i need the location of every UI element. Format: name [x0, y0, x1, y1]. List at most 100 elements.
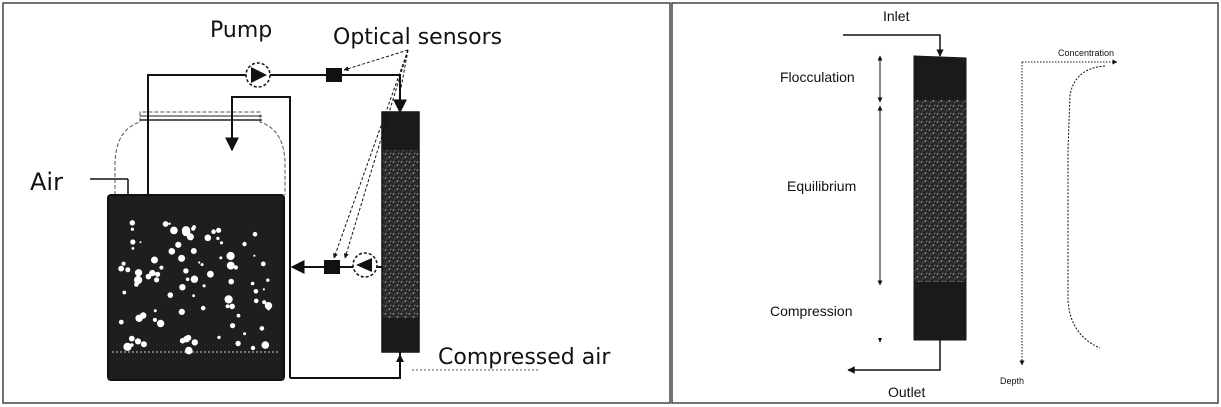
air-bubble	[129, 220, 135, 226]
air-bubble	[145, 273, 152, 280]
air-bubble	[253, 254, 256, 257]
air-bubble	[155, 271, 161, 277]
air-bubble	[134, 275, 143, 285]
air-bubble	[228, 278, 234, 285]
inlet-label: Inlet	[883, 8, 910, 24]
air-bubble	[260, 261, 266, 267]
column-right-top	[914, 56, 966, 100]
air-bubble	[243, 332, 247, 336]
pump-top	[245, 62, 271, 88]
air-bubble	[154, 277, 160, 283]
feed-tube	[147, 74, 407, 195]
compression-label: Compression	[770, 303, 852, 319]
air-bubble	[152, 271, 155, 274]
column-right-bottom	[914, 282, 966, 340]
air-bubble	[230, 323, 236, 329]
column-top-clear	[382, 112, 419, 150]
depth-label: Depth	[1000, 376, 1024, 386]
air-bubble	[198, 261, 201, 264]
air-bubble	[170, 226, 178, 235]
air-bubble	[233, 265, 238, 270]
air-bubble	[262, 288, 265, 291]
sensor-pointer-3	[333, 49, 409, 259]
air-bubble	[207, 270, 214, 278]
air-bubble	[175, 241, 182, 248]
air-bubble	[236, 313, 241, 318]
outlet-arrow	[847, 340, 941, 374]
air-bubble	[185, 277, 190, 282]
air-bubble	[217, 335, 221, 340]
air-bubble	[262, 300, 267, 305]
pump-bottom	[352, 252, 378, 278]
air-bubble	[118, 319, 124, 325]
air-bubble	[191, 226, 196, 231]
air-bubble	[139, 241, 142, 244]
air-bubble	[130, 343, 134, 347]
left-panel-frame	[2, 2, 671, 404]
air-bubble	[200, 305, 206, 311]
tank-liquid	[107, 194, 285, 381]
air-bubble	[216, 227, 222, 233]
air-bubble	[167, 292, 174, 298]
air-bubble	[190, 275, 199, 283]
sensor-pointer-2	[396, 49, 409, 105]
air-bubble	[134, 338, 142, 345]
bottom-loop	[290, 352, 401, 379]
tank-outline	[114, 111, 286, 195]
air-bubble	[168, 222, 171, 225]
air-bubble	[151, 256, 158, 264]
air-bubble	[259, 326, 265, 331]
air-bubble	[266, 278, 270, 282]
air-bubble	[122, 290, 127, 295]
air-bubble	[181, 226, 191, 235]
air-bubble	[135, 314, 143, 322]
air-bubble	[261, 341, 270, 349]
air-bubble	[219, 241, 224, 245]
air-bubble	[219, 256, 223, 260]
air-bubble	[235, 340, 241, 347]
air-bubble	[253, 289, 259, 294]
column-bottom-dense	[382, 318, 419, 352]
right-panel-frame	[671, 2, 1219, 404]
air-label: Air	[30, 168, 63, 196]
optical-sensor-top	[326, 68, 342, 82]
air-bubble	[185, 346, 193, 355]
air-bubble	[130, 239, 136, 245]
air-bubble	[134, 282, 139, 287]
air-bubble	[202, 284, 206, 288]
sensor-pointer-1	[343, 49, 409, 72]
optical-sensor-bottom	[324, 260, 340, 274]
air-bubble	[121, 261, 126, 266]
air-bubble	[152, 317, 157, 322]
optical-sensors-label: Optical sensors	[333, 25, 502, 50]
air-bubble	[128, 335, 135, 342]
air-bubble	[178, 254, 186, 262]
air-bubble	[253, 298, 259, 304]
air-bubble	[216, 236, 220, 241]
inlet-arrow	[843, 34, 944, 57]
concentration-profile-curve	[1067, 65, 1106, 349]
air-bubble	[229, 303, 235, 310]
air-bubble	[225, 304, 230, 309]
air-bubble	[267, 307, 271, 311]
air-bubble	[118, 265, 124, 272]
air-bubble	[226, 251, 235, 261]
air-bubble	[153, 309, 157, 313]
air-bubble	[178, 308, 185, 315]
air-bubble	[252, 231, 258, 237]
air-bubble	[250, 281, 255, 286]
air-bubble	[130, 227, 134, 231]
air-bubble	[250, 345, 256, 351]
air-bubble	[183, 268, 189, 274]
flocculation-label: Flocculation	[780, 69, 855, 85]
pump-label: Pump	[210, 18, 272, 43]
air-bubbles	[118, 220, 273, 355]
sensor-pointer-4	[343, 49, 409, 259]
air-bubble	[204, 234, 212, 242]
air-bubble	[156, 319, 165, 328]
air-bubble	[159, 265, 164, 270]
air-bubble	[192, 294, 196, 298]
air-bubble	[242, 242, 247, 247]
